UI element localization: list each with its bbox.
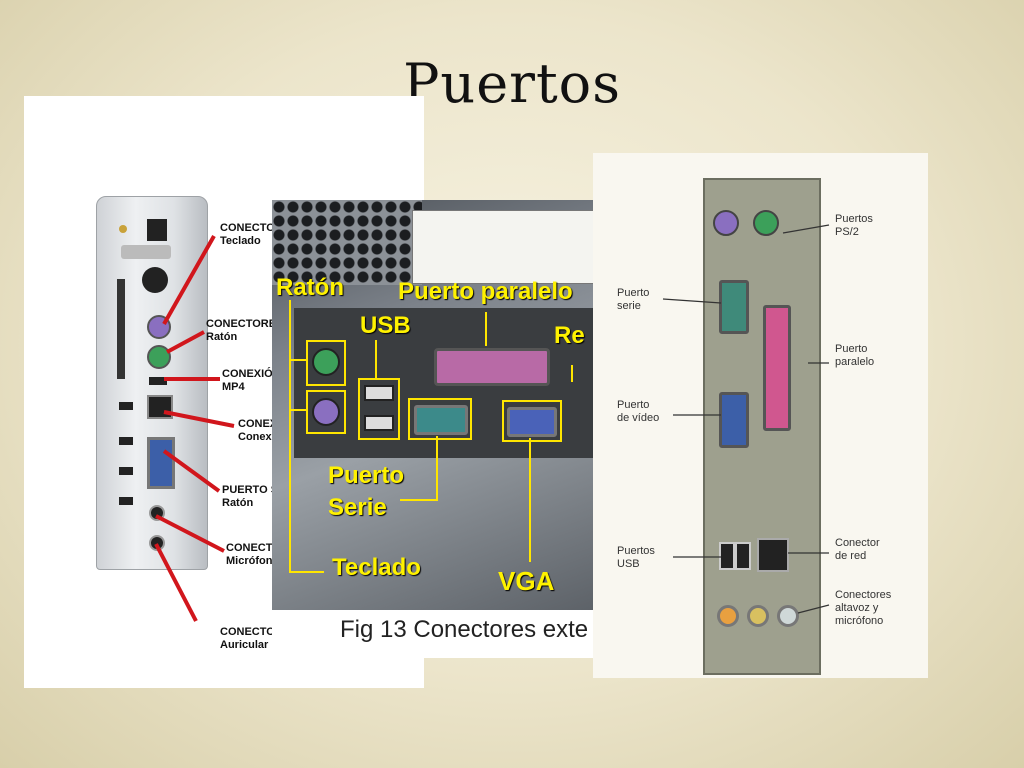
label-puerto-serie-1: Puerto — [328, 462, 405, 489]
parallel-port — [434, 348, 550, 386]
mouse-highlight — [306, 340, 346, 386]
card-slot — [117, 279, 125, 379]
label-red: Re — [554, 322, 585, 349]
parallel-port — [763, 305, 791, 431]
serial-port — [719, 280, 749, 334]
usb-port-2 — [735, 542, 751, 570]
network-port — [757, 538, 789, 572]
usb-port-bottom — [364, 415, 394, 431]
usb-port — [149, 377, 167, 385]
ps2-mouse-port — [312, 348, 340, 376]
ps2-purple-port — [713, 210, 739, 236]
usb-port-3 — [119, 437, 133, 445]
antenna-port — [119, 225, 127, 233]
usb-port-4 — [119, 467, 133, 475]
vga-highlight — [502, 400, 562, 442]
usb-port-2 — [119, 402, 133, 410]
power-socket — [147, 219, 167, 241]
ethernet-port — [147, 395, 173, 419]
label-teclado: Teclado — [332, 554, 421, 581]
port-label-sticker — [412, 210, 594, 284]
figure-caption: Fig 13 Conectores exte — [340, 616, 589, 643]
usb-highlight — [358, 378, 400, 440]
fan-grill — [272, 200, 422, 285]
ps2-green-port — [753, 210, 779, 236]
label-vga: VGA — [498, 566, 555, 596]
slot — [121, 245, 171, 259]
label-puerto-serie-2: Serie — [328, 494, 387, 521]
usb-port-1 — [719, 542, 735, 570]
ps2-mouse-port — [147, 345, 171, 369]
video-port — [719, 392, 749, 448]
label-usb: USB — [360, 312, 411, 339]
label-puerto-paralelo: Puerto paralelo — [398, 278, 573, 305]
vga-port — [507, 407, 557, 437]
usb-port-top — [364, 385, 394, 401]
pc-rear-ports-photo: Ratón USB Puerto paralelo Re Puerto Seri… — [272, 200, 594, 658]
audio-jack-orange — [717, 605, 739, 627]
vga-port — [147, 437, 175, 489]
io-plate — [703, 178, 821, 675]
usb-port-5 — [119, 497, 133, 505]
ps2-keyboard-port — [312, 398, 340, 426]
serial-port — [414, 405, 468, 435]
pointer-lines — [662, 224, 830, 614]
callout-lines — [154, 235, 235, 622]
audio-jack-grey — [777, 605, 799, 627]
yellow-pointer-lines — [289, 300, 573, 573]
din-port — [142, 267, 168, 293]
keyboard-highlight — [306, 390, 346, 434]
label-raton: Ratón — [276, 274, 344, 301]
mini-pc-back-panel — [96, 196, 208, 570]
serial-highlight — [408, 398, 472, 440]
audio-jack-yellow — [747, 605, 769, 627]
slide-title: Puertos — [403, 52, 621, 115]
